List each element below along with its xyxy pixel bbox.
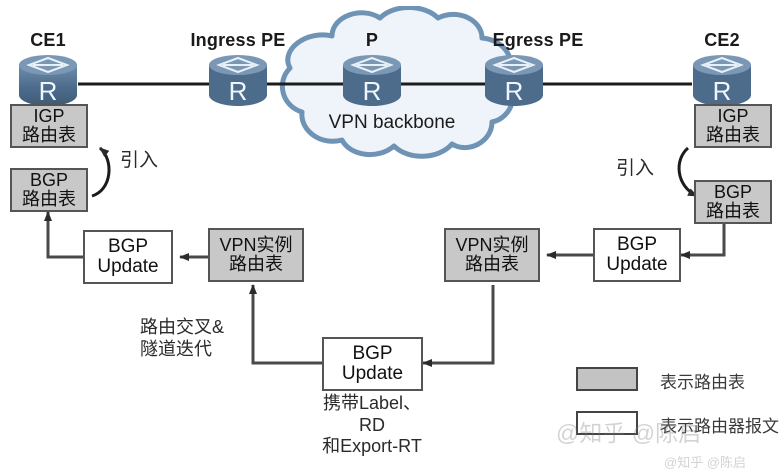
box-line: VPN实例 <box>455 235 529 256</box>
svg-text:R: R <box>505 76 524 106</box>
annotation-route-crossing: 路由交叉& 隧道迭代 <box>140 317 224 360</box>
router-icon-ce1[interactable]: R <box>17 53 79 107</box>
annotation-import-right: 引入 <box>616 158 655 179</box>
box-line: 路由表 <box>22 125 76 145</box>
box-left-vpn-instance-table[interactable]: VPN实例 路由表 <box>208 228 304 282</box>
box-line: 路由表 <box>706 125 760 145</box>
box-line: BGP <box>107 236 149 258</box>
box-line: IGP <box>33 106 65 127</box>
svg-text:R: R <box>363 76 382 106</box>
router-icon-p[interactable]: R <box>341 53 403 107</box>
box-right-vpn-instance-table[interactable]: VPN实例 路由表 <box>444 228 540 282</box>
router-icon-ce2[interactable]: R <box>691 53 753 107</box>
cloud-label: VPN backbone <box>328 112 456 133</box>
svg-text:R: R <box>713 76 732 106</box>
svg-text:R: R <box>229 76 248 106</box>
box-line: BGP <box>29 170 68 191</box>
box-line: Update <box>97 256 159 277</box>
box-ce1-igp-table[interactable]: IGP 路由表 <box>10 104 88 148</box>
box-line: 路由表 <box>229 254 283 274</box>
legend-label-routing-table: 表示路由表 <box>660 373 745 392</box>
device-label-ce2: CE2 <box>704 30 740 50</box>
legend-swatch-router-packet <box>576 411 638 435</box>
box-center-bgp-update[interactable]: BGP Update <box>322 337 423 391</box>
box-right-bgp-update[interactable]: BGP Update <box>593 228 681 282</box>
annotation-line: 隧道迭代 <box>140 338 212 359</box>
box-ce1-bgp-table[interactable]: BGP 路由表 <box>10 168 88 212</box>
box-line: IGP <box>717 106 749 127</box>
box-ce2-igp-table[interactable]: IGP 路由表 <box>694 104 772 148</box>
legend-swatch-routing-table <box>576 367 638 391</box>
annotation-line: 携带Label、 <box>322 393 422 413</box>
device-label-p: P <box>365 30 379 50</box>
device-label-ce1: CE1 <box>30 30 66 50</box>
box-line: VPN实例 <box>219 235 293 256</box>
box-line: BGP <box>352 343 393 365</box>
box-line: BGP <box>616 234 658 256</box>
annotation-import-left: 引入 <box>120 150 159 171</box>
legend-label-router-packet: 表示路由器报文 <box>660 417 779 436</box>
annotation-line: RD <box>359 414 385 435</box>
box-ce2-bgp-table[interactable]: BGP 路由表 <box>694 180 772 224</box>
annotation-bgp-update-carries: 携带Label、 RD 和Export-RT <box>322 393 422 458</box>
box-line: BGP <box>713 182 752 203</box>
box-line: Update <box>606 254 668 275</box>
box-left-bgp-update[interactable]: BGP Update <box>83 230 173 284</box>
device-label-ingress-pe: Ingress PE <box>190 30 286 50</box>
router-icon-egress-pe[interactable]: R <box>483 53 545 107</box>
watermark-small: @知乎 @陈启 <box>664 455 747 470</box>
box-line: Update <box>341 363 404 384</box>
svg-text:R: R <box>39 76 58 106</box>
router-icon-ingress-pe[interactable]: R <box>207 53 269 107</box>
box-line: 路由表 <box>22 189 76 209</box>
box-line: 路由表 <box>706 201 760 221</box>
annotation-line: 路由交叉& <box>140 317 225 337</box>
annotation-line: 和Export-RT <box>322 436 422 457</box>
device-label-egress-pe: Egress PE <box>492 30 584 50</box>
box-line: 路由表 <box>465 254 519 274</box>
